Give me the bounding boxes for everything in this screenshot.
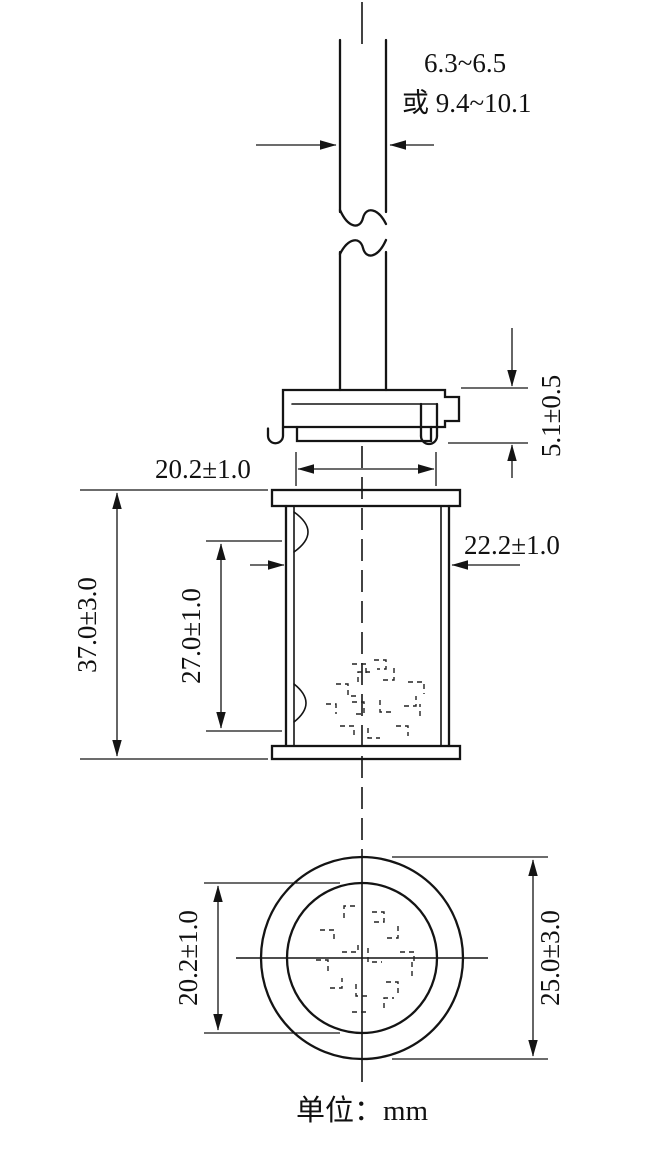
dimension-label-body-diameter: 22.2±1.0 xyxy=(464,530,560,560)
dimension-label-bottom-inner-diameter: 20.2±1.0 xyxy=(173,910,203,1006)
dimension-label-cap-inner-width: 20.2±1.0 xyxy=(155,454,251,484)
break-symbol-bottom xyxy=(338,238,388,257)
inner-wall-bump-top xyxy=(293,511,309,553)
body-top-plate xyxy=(270,488,462,508)
dimension-flange-height: 5.1±0.5 xyxy=(448,328,566,478)
dimension-label-bottom-outer-diameter: 25.0±3.0 xyxy=(535,910,565,1006)
unit-label: 单位：mm xyxy=(296,1094,429,1127)
dimension-cap-inner-width: 20.2±1.0 xyxy=(155,452,437,486)
dimension-bottom-inner-diameter: 20.2±1.0 xyxy=(173,882,340,1034)
lead-shaft-lower xyxy=(338,238,388,392)
dimension-inner-height: 27.0±1.0 xyxy=(176,540,282,732)
dimension-label-shaft-diameter-2: 或 9.4~10.1 xyxy=(402,88,531,118)
dimension-bottom-outer-diameter: 25.0±3.0 xyxy=(392,856,565,1060)
flange-skirt xyxy=(295,425,433,443)
break-symbol-top xyxy=(338,208,388,227)
dimension-label-inner-height: 27.0±1.0 xyxy=(176,588,206,684)
dimension-label-shaft-diameter-1: 6.3~6.5 xyxy=(424,48,506,78)
body-bottom-plate xyxy=(270,744,462,761)
mounting-hook xyxy=(266,426,285,445)
dimension-shaft-diameter: 6.3~6.5 或 9.4~10.1 xyxy=(256,48,531,150)
granule-pattern-body xyxy=(326,659,425,739)
inner-wall-bump-bottom xyxy=(293,683,307,723)
dimension-label-flange-height: 5.1±0.5 xyxy=(536,375,566,457)
granule-pattern-bottom-view xyxy=(316,905,415,1013)
dimension-label-body-height: 37.0±3.0 xyxy=(72,577,102,673)
flange-cap xyxy=(266,388,461,446)
lead-shaft-upper xyxy=(338,38,388,227)
dimension-body-diameter: 22.2±1.0 xyxy=(250,530,560,570)
cylinder-body xyxy=(270,488,462,761)
bottom-view xyxy=(236,855,488,1061)
dimension-body-height: 37.0±3.0 xyxy=(72,489,268,760)
